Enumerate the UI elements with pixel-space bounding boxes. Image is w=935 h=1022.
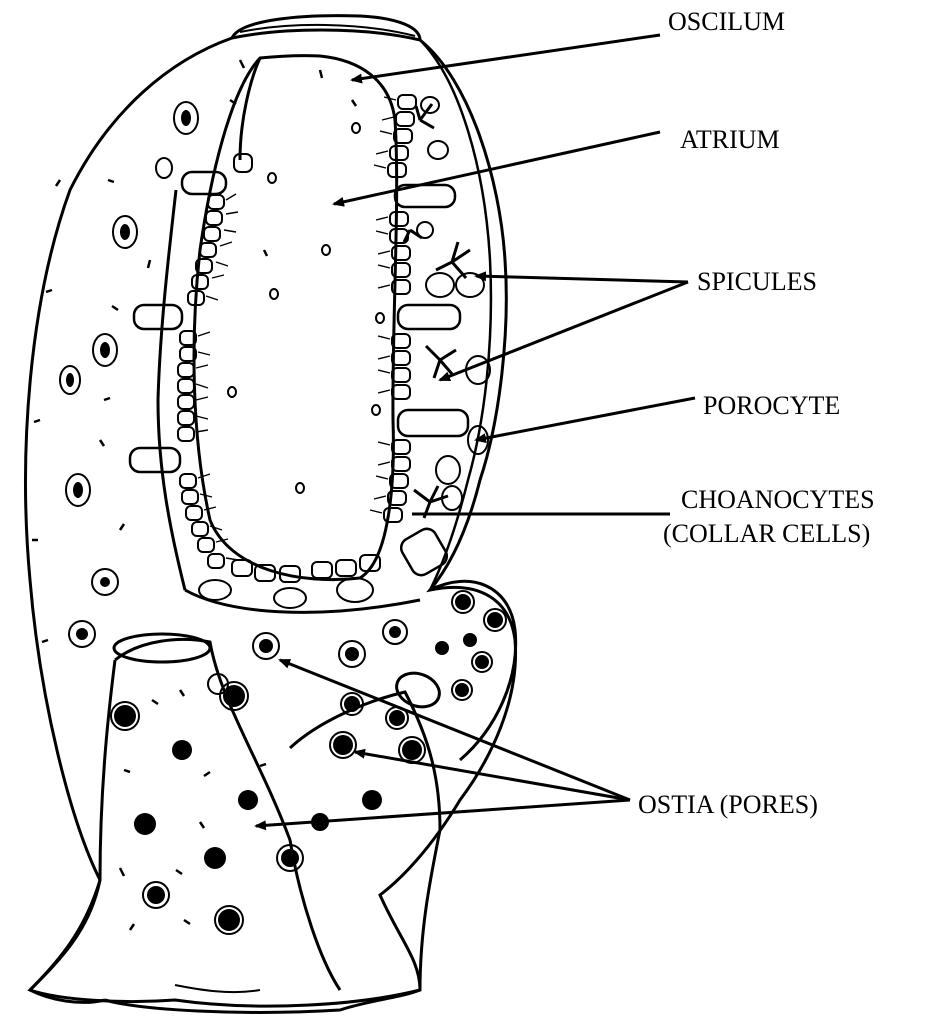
canal-tube	[398, 410, 468, 436]
label-porocyte: POROCYTE	[703, 390, 840, 422]
canal-tube	[134, 305, 182, 329]
porocyte-leader	[476, 398, 695, 440]
label-atrium: ATRIUM	[680, 124, 780, 156]
left-bud-outline	[30, 660, 115, 990]
left-bud-osculum	[114, 634, 210, 662]
spicules-leader-top	[476, 276, 688, 282]
label-spicules: SPICULES	[697, 266, 817, 298]
canal-tube	[398, 305, 460, 329]
osculum-leader	[352, 35, 660, 80]
label-collar-cells: (COLLAR CELLS)	[663, 518, 870, 550]
canal-tube	[234, 154, 252, 172]
right-bud-outline	[290, 692, 440, 990]
spicules-leader-bottom	[440, 282, 688, 380]
label-choanocytes: CHOANOCYTES	[681, 484, 875, 516]
label-ostia: OSTIA (PORES)	[638, 789, 818, 821]
basal-cell-cluster	[199, 555, 380, 608]
ostia-leader-2	[355, 752, 630, 800]
canal-tube	[130, 448, 180, 472]
label-osculum: OSCILUM	[668, 6, 785, 38]
ostia-leader-1	[280, 660, 630, 800]
choanocyte-chain-left	[178, 195, 224, 568]
ostia-leader-3	[256, 800, 630, 826]
right-bud-osculum	[392, 667, 444, 712]
outer-pore-group	[60, 102, 198, 647]
atrium-cavity	[194, 56, 397, 580]
canal-tube	[182, 172, 226, 194]
